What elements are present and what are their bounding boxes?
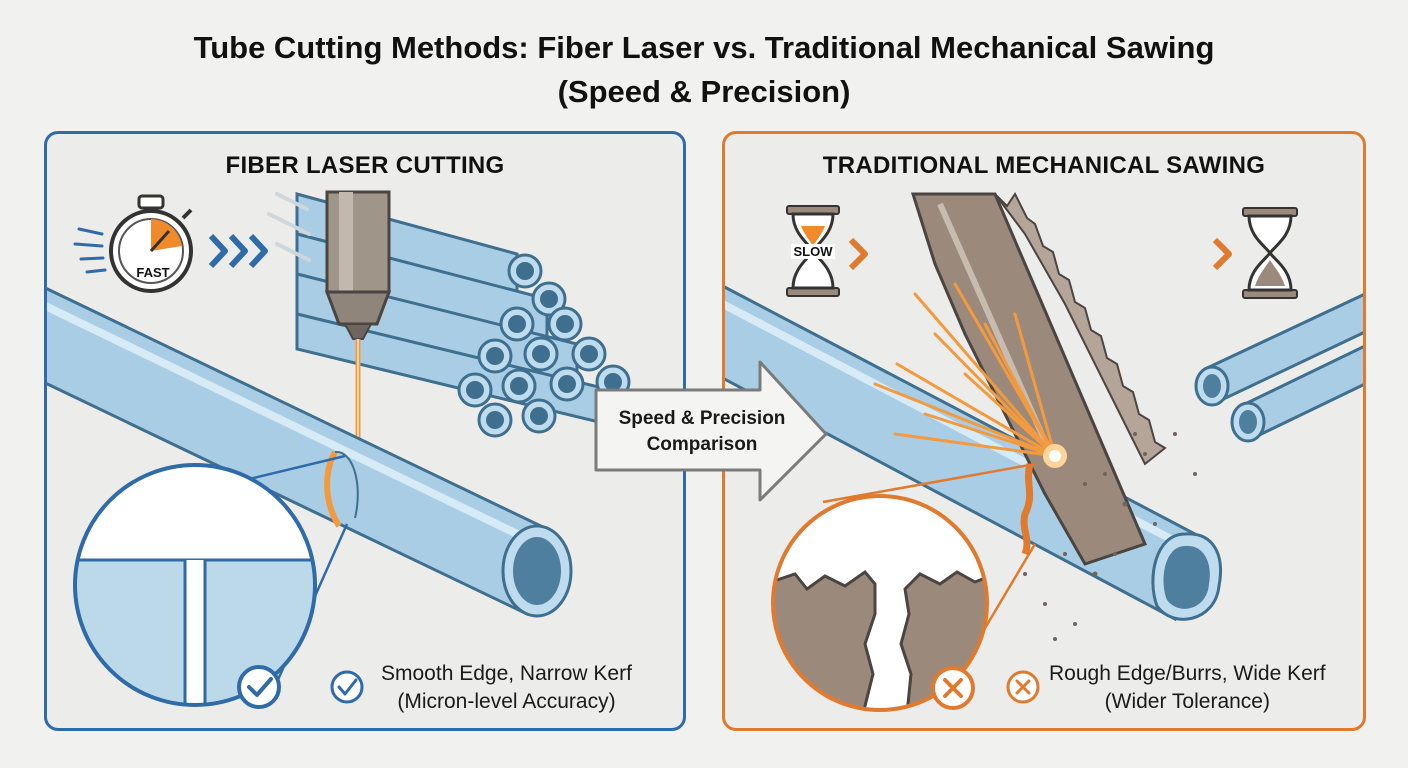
saw-result-line-1: Rough Edge/Burrs, Wide Kerf	[1049, 662, 1326, 685]
forward-chevrons-icon	[208, 233, 268, 269]
laser-result-caption: Smooth Edge, Narrow Kerf (Micron-level A…	[381, 660, 632, 716]
stopwatch-icon	[73, 194, 193, 293]
comparison-line-1: Speed & Precision	[618, 408, 786, 429]
debris	[1023, 432, 1197, 641]
cut-tube-pieces	[1194, 293, 1363, 443]
check-small-icon	[330, 670, 364, 704]
saw-panel: TRADITIONAL MECHANICAL SAWING SLOW Rough…	[722, 131, 1366, 731]
laser-nozzle	[324, 190, 392, 340]
laser-panel: FIBER LASER CUTTING FAST Smooth Edge, Na…	[44, 131, 686, 731]
saw-heading: TRADITIONAL MECHANICAL SAWING	[822, 152, 1266, 179]
saw-illustration	[725, 192, 1363, 712]
saw-result-line-2: (Wider Tolerance)	[1104, 690, 1270, 713]
fast-badge: FAST	[136, 265, 170, 280]
slow-badge: SLOW	[791, 244, 835, 259]
comparison-label: Speed & Precision Comparison	[604, 406, 800, 458]
hourglass-slow-icon	[786, 205, 840, 297]
hourglass-icon	[1242, 207, 1298, 299]
motion-lines	[267, 192, 311, 262]
laser-result-line-2: (Micron-level Accuracy)	[397, 690, 616, 713]
sparks	[873, 282, 1057, 458]
chevron-right-icon-2	[1212, 237, 1232, 271]
cross-icon	[931, 666, 975, 710]
check-icon	[237, 665, 281, 709]
laser-heading: FIBER LASER CUTTING	[225, 152, 505, 179]
page-title: Tube Cutting Methods: Fiber Laser vs. Tr…	[0, 26, 1408, 114]
rough-cut-mark	[1020, 463, 1034, 556]
title-line-1: Tube Cutting Methods: Fiber Laser vs. Tr…	[193, 30, 1215, 65]
saw-result-caption: Rough Edge/Burrs, Wide Kerf (Wider Toler…	[1049, 660, 1326, 716]
cross-small-icon	[1006, 670, 1040, 704]
title-line-2: (Speed & Precision)	[557, 74, 851, 109]
laser-result-line-1: Smooth Edge, Narrow Kerf	[381, 662, 632, 685]
laser-main-tube	[47, 287, 573, 618]
comparison-line-2: Comparison	[646, 434, 758, 455]
laser-illustration	[47, 190, 631, 709]
chevron-right-icon	[848, 237, 868, 271]
